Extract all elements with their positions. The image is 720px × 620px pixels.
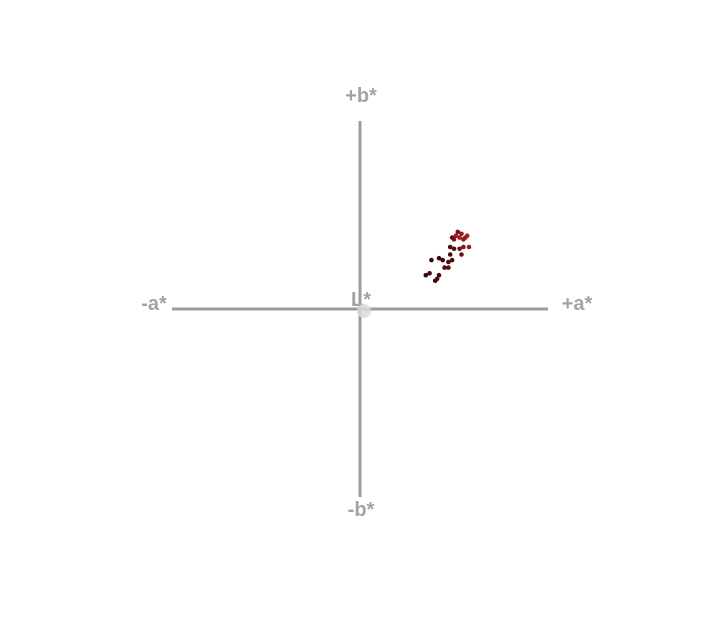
data-point <box>449 235 455 240</box>
data-point <box>436 272 442 278</box>
data-point <box>457 246 462 252</box>
data-point <box>459 231 464 237</box>
pos-b-label: +b* <box>345 85 377 107</box>
neg-b-label: -b* <box>348 499 375 521</box>
data-point <box>446 265 451 270</box>
neg-a-label: -a* <box>141 293 167 315</box>
data-point <box>440 257 446 263</box>
data-point <box>455 229 461 235</box>
data-point <box>464 233 470 238</box>
data-point <box>446 259 451 265</box>
data-point <box>436 255 442 261</box>
data-point <box>423 272 429 278</box>
data-point <box>457 235 462 240</box>
data-point <box>453 233 459 238</box>
data-point <box>459 252 464 257</box>
data-point <box>427 271 432 276</box>
data-point <box>461 244 466 250</box>
data-points-layer <box>423 229 472 284</box>
data-point <box>434 276 440 282</box>
data-point <box>447 252 453 257</box>
pos-a-label: +a* <box>562 293 593 315</box>
data-point <box>449 257 455 263</box>
origin-marker <box>357 304 371 318</box>
data-point <box>466 244 472 250</box>
data-point <box>447 244 453 250</box>
data-point <box>442 265 447 270</box>
data-point <box>451 246 457 252</box>
data-point <box>429 257 434 263</box>
